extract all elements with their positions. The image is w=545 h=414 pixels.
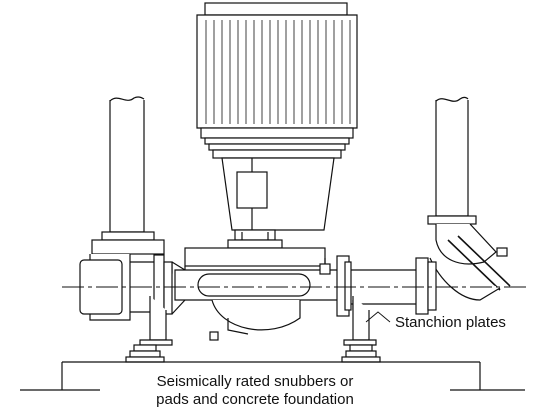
foundation-label-line-2: pads and concrete foundation [156, 391, 354, 408]
stanchion-leader-line [365, 311, 391, 323]
motor [196, 2, 358, 159]
stanchion-plates [139, 296, 377, 346]
foundation-label-line-1: Seismically rated snubbers or [156, 373, 354, 390]
snubbers [125, 344, 381, 363]
pump-casing [159, 247, 354, 341]
stanchion-plates-label: Stanchion plates [395, 314, 506, 331]
foundation-label: Seismically rated snubbers or pads and c… [120, 373, 390, 409]
motor-stand [221, 157, 335, 249]
concrete-foundation [20, 361, 525, 391]
suction-pipe [79, 96, 186, 321]
discharge-pipe [336, 96, 511, 317]
